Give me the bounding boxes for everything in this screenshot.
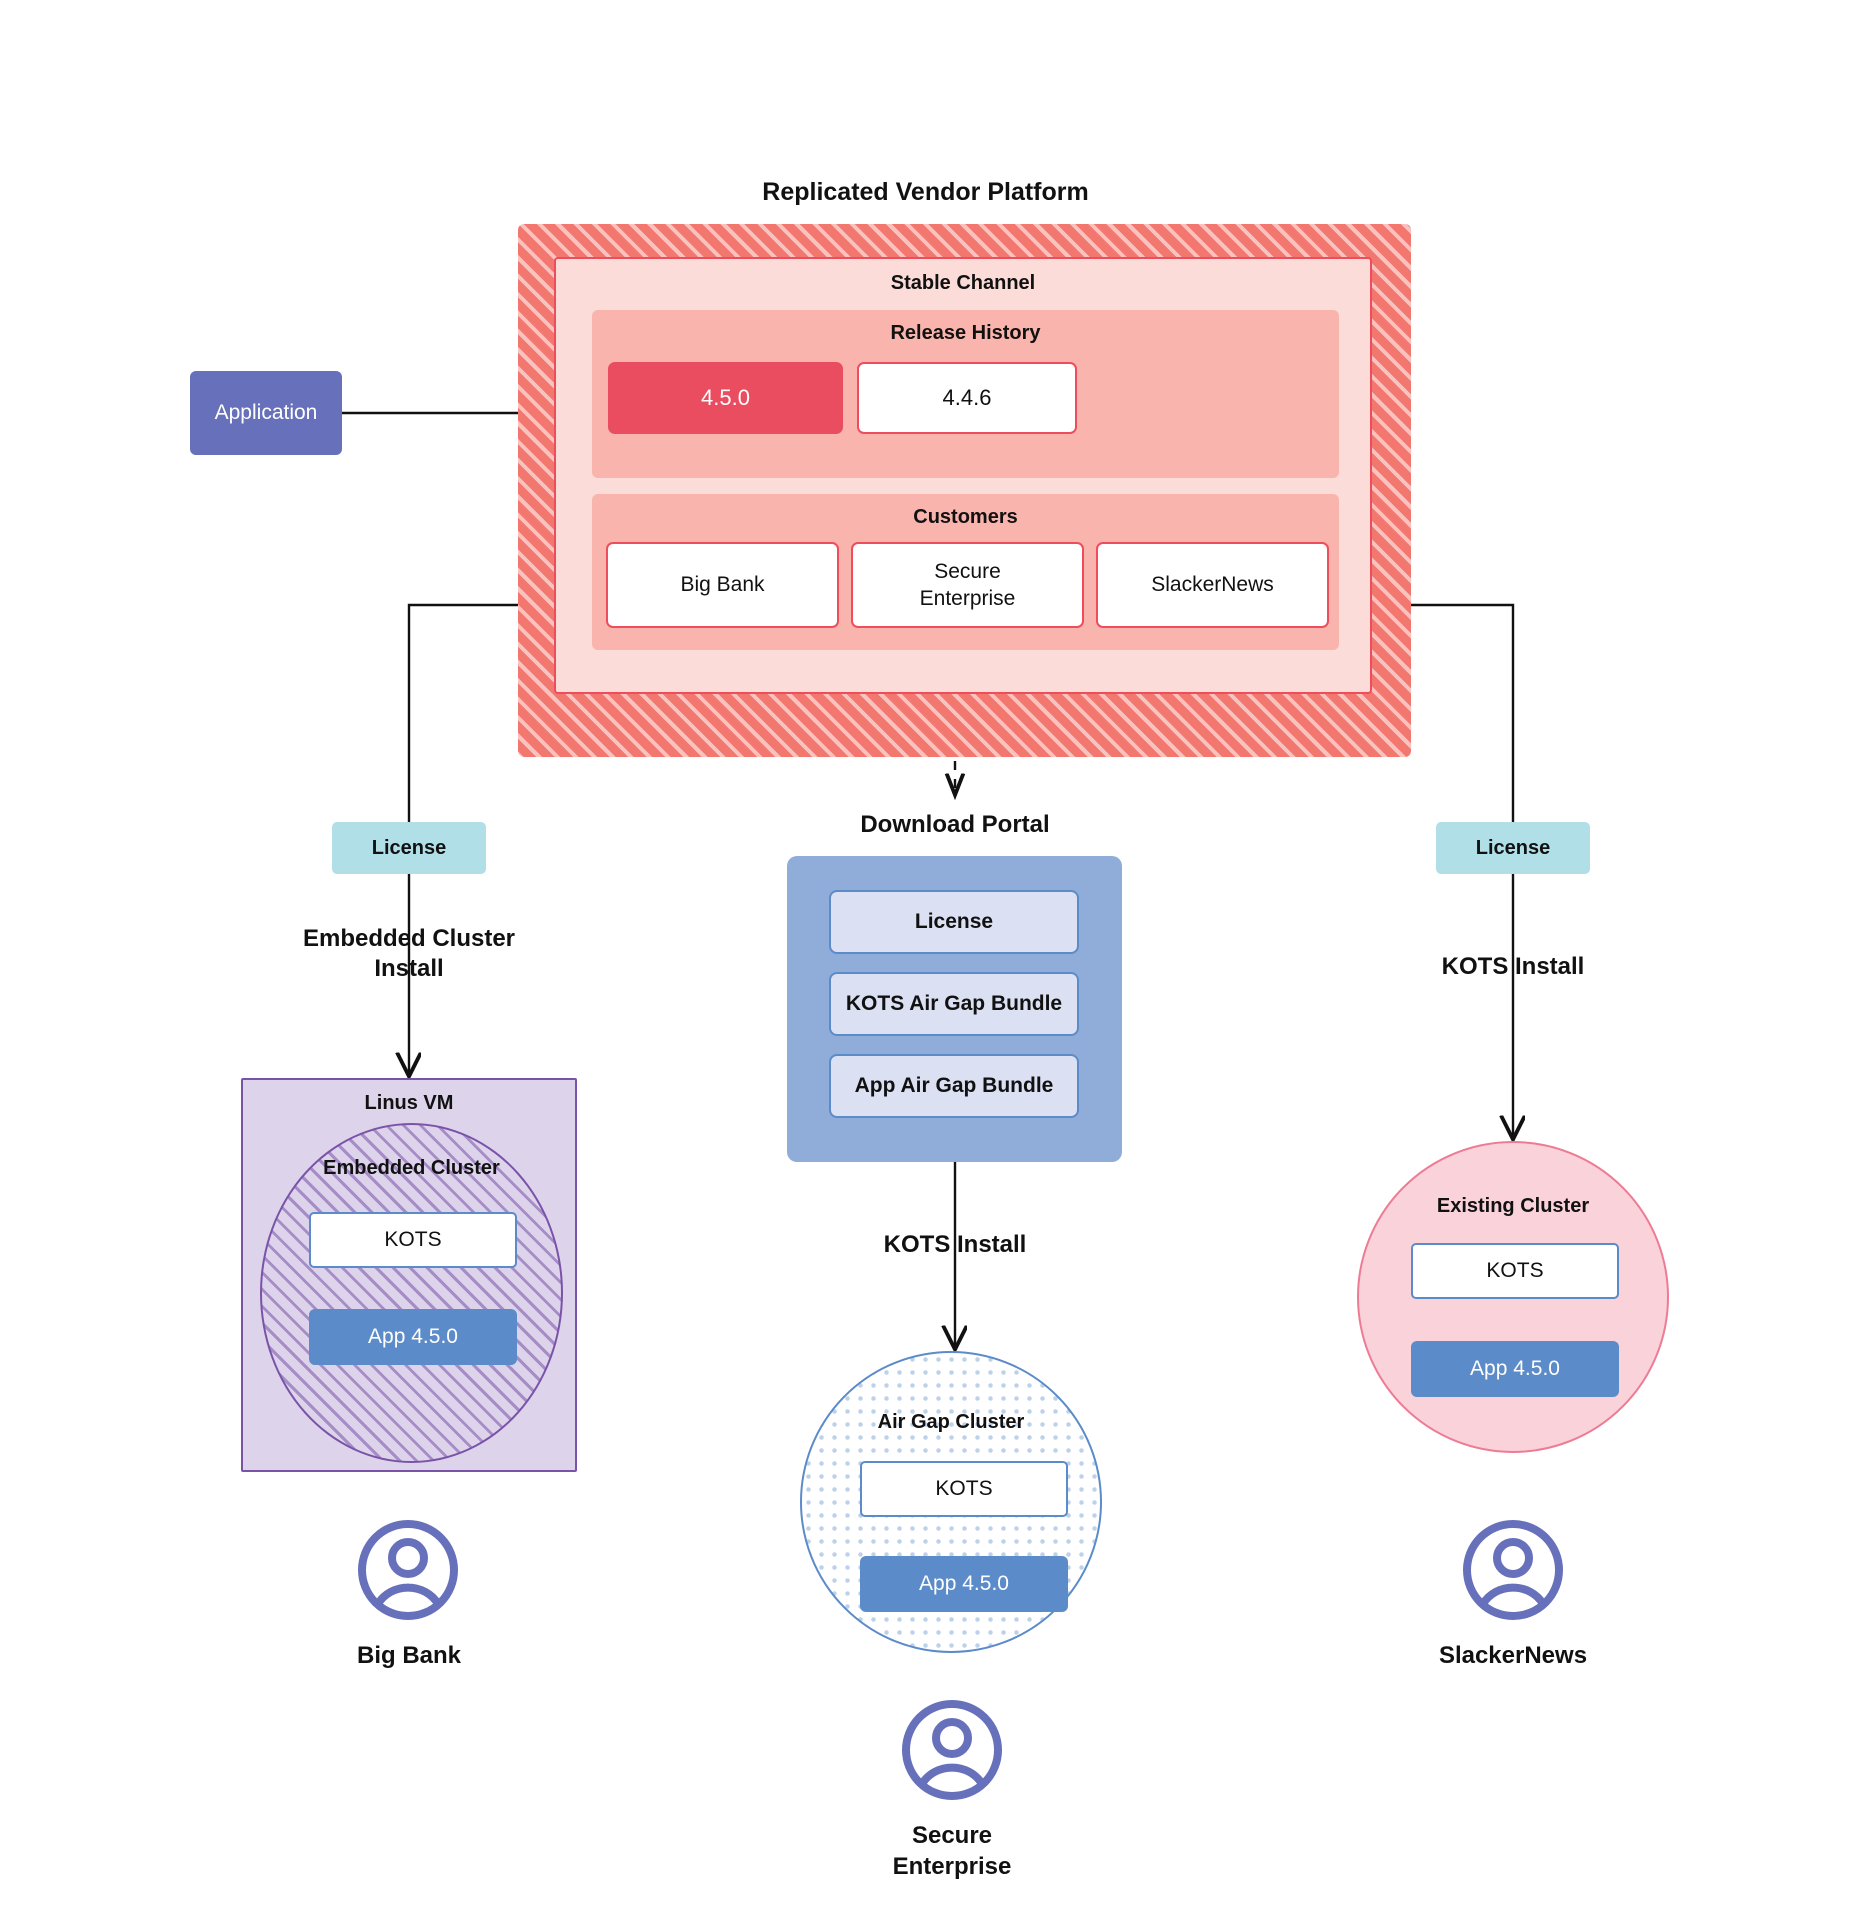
release-history-title: Release History: [890, 322, 1041, 344]
portal-item-kots-air-gap-bundle[interactable]: KOTS Air Gap Bundle: [829, 972, 1079, 1036]
avatar-big-bank: [356, 1518, 460, 1622]
linux-vm-title: Linus VM: [364, 1092, 454, 1114]
kots-install-label-center: KOTS Install: [883, 1231, 1027, 1258]
existing-cluster-ellipse: Existing Cluster KOTS App 4.5.0: [1357, 1141, 1669, 1453]
linux-vm-panel: Linus VM Embedded Cluster KOTS App 4.5.0: [241, 1078, 577, 1472]
persona-label-big-bank: Big Bank: [356, 1642, 461, 1669]
release-version: 4.4.6: [942, 385, 992, 410]
portal-item-label: License: [914, 910, 994, 933]
license-label: License: [1475, 836, 1551, 859]
replicated-vendor-platform: Stable Channel Release History 4.5.0 4.4…: [518, 224, 1411, 757]
app-chip-airgap[interactable]: App 4.5.0: [860, 1556, 1068, 1612]
download-portal-panel: License KOTS Air Gap Bundle App Air Gap …: [787, 856, 1122, 1162]
license-label: License: [371, 836, 447, 859]
customers-panel: Customers Big Bank Secure Enterprise Sla…: [592, 494, 1339, 650]
app-chip-embedded[interactable]: App 4.5.0: [309, 1309, 517, 1365]
avatar-secure-enterprise: [900, 1698, 1004, 1802]
kots-label: KOTS: [1486, 1259, 1544, 1282]
customers-title: Customers: [913, 506, 1018, 528]
download-portal-title: Download Portal: [860, 811, 1050, 838]
customer-name: SlackerNews: [1151, 573, 1274, 597]
application-label: Application: [214, 401, 318, 424]
persona-label-slackernews: SlackerNews: [1438, 1642, 1588, 1669]
release-history-panel: Release History 4.5.0 4.4.6: [592, 310, 1339, 478]
kots-chip-embedded[interactable]: KOTS: [309, 1212, 517, 1268]
application-box[interactable]: Application: [190, 371, 342, 455]
app-label: App 4.5.0: [368, 1325, 458, 1348]
release-chip-current[interactable]: 4.5.0: [608, 362, 843, 434]
kots-label: KOTS: [935, 1477, 993, 1500]
page-title: Replicated Vendor Platform: [762, 178, 1089, 206]
existing-cluster-title: Existing Cluster: [1436, 1195, 1590, 1217]
license-pill-left[interactable]: License: [332, 822, 486, 874]
app-chip-existing[interactable]: App 4.5.0: [1411, 1341, 1619, 1397]
stable-channel-panel: Stable Channel Release History 4.5.0 4.4…: [554, 257, 1372, 694]
release-chip-previous[interactable]: 4.4.6: [857, 362, 1077, 434]
kots-install-label-right: KOTS Install: [1441, 953, 1585, 980]
customer-name: Big Bank: [680, 573, 765, 597]
portal-item-label: KOTS Air Gap Bundle: [845, 992, 1063, 1015]
persona-label-secure-enterprise: Secure Enterprise: [892, 1822, 1012, 1881]
customer-card-secure-enterprise[interactable]: Secure Enterprise: [851, 542, 1084, 628]
stable-channel-title: Stable Channel: [890, 272, 1036, 294]
air-gap-cluster-ellipse: Air Gap Cluster KOTS App 4.5.0: [800, 1351, 1102, 1653]
air-gap-cluster-title: Air Gap Cluster: [877, 1411, 1025, 1433]
customer-name: Secure Enterprise: [919, 559, 1016, 610]
app-label: App 4.5.0: [919, 1572, 1009, 1595]
portal-item-license[interactable]: License: [829, 890, 1079, 954]
portal-item-app-air-gap-bundle[interactable]: App Air Gap Bundle: [829, 1054, 1079, 1118]
kots-chip-existing[interactable]: KOTS: [1411, 1243, 1619, 1299]
embedded-cluster-title: Embedded Cluster: [323, 1157, 500, 1179]
avatar-slackernews: [1461, 1518, 1565, 1622]
kots-chip-airgap[interactable]: KOTS: [860, 1461, 1068, 1517]
release-version: 4.5.0: [701, 385, 750, 410]
app-label: App 4.5.0: [1470, 1357, 1560, 1380]
kots-label: KOTS: [384, 1228, 442, 1251]
embedded-cluster-install-label: Embedded Cluster Install: [302, 925, 516, 982]
license-pill-right[interactable]: License: [1436, 822, 1590, 874]
portal-item-label: App Air Gap Bundle: [854, 1074, 1054, 1097]
embedded-cluster-ellipse: Embedded Cluster KOTS App 4.5.0: [260, 1123, 563, 1463]
customer-card-slackernews[interactable]: SlackerNews: [1096, 542, 1329, 628]
customer-card-big-bank[interactable]: Big Bank: [606, 542, 839, 628]
